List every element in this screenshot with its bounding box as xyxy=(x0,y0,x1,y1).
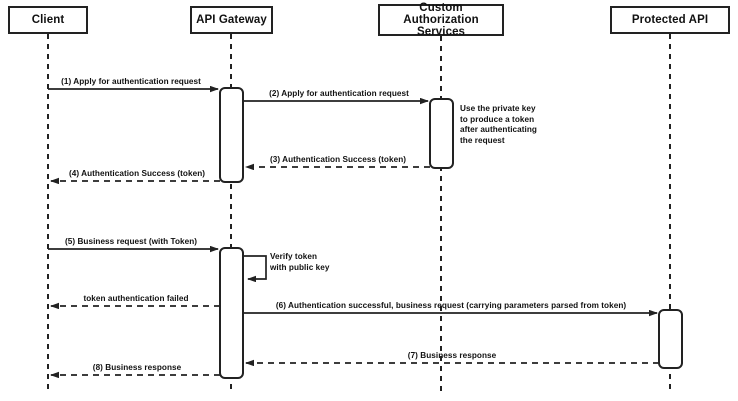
activation-auth-1 xyxy=(429,98,454,169)
self-message-label-verify-token-line1: Verify token xyxy=(270,252,318,261)
lifeline-header-api-gateway[interactable]: API Gateway xyxy=(190,6,273,34)
message-label-8: (8) Business response xyxy=(92,363,182,372)
message-label-1: (1) Apply for authentication request xyxy=(61,77,201,86)
message-arrows xyxy=(48,85,659,379)
lifeline-lines xyxy=(47,34,671,394)
self-message-label-verify-token: Verify token with public key xyxy=(270,251,329,273)
message-label-2: (2) Apply for authentication request xyxy=(269,89,409,98)
message-label-5: (5) Business request (with Token) xyxy=(64,237,198,246)
self-message-verify-token xyxy=(243,255,267,283)
message-label-4: (4) Authentication Success (token) xyxy=(68,169,206,178)
lifeline-header-protected-api[interactable]: Protected API xyxy=(610,6,730,34)
activation-gateway-2 xyxy=(219,247,244,379)
lifeline-header-custom-authorization-services[interactable]: Custom Authorization Services xyxy=(378,2,504,38)
message-label-6: (6) Authentication successful, business … xyxy=(275,301,627,310)
lifeline-label-custom-authorization-services: Custom Authorization Services xyxy=(403,2,479,38)
message-label-7: (7) Business response xyxy=(407,351,497,360)
lifeline-label-api-gateway: API Gateway xyxy=(196,14,267,26)
self-message-label-verify-token-line2: with public key xyxy=(270,263,330,272)
lifeline-header-client[interactable]: Client xyxy=(8,6,88,34)
message-label-3: (3) Authentication Success (token) xyxy=(269,155,407,164)
lifeline-label-client: Client xyxy=(31,14,65,26)
message-label-token-authentication-failed: token authentication failed xyxy=(83,294,189,303)
activation-bars xyxy=(219,87,683,379)
note-private-key: Use the private key to produce a token a… xyxy=(460,104,537,145)
activation-api-1 xyxy=(658,309,683,369)
lifeline-label-protected-api: Protected API xyxy=(631,14,709,26)
activation-gateway-1 xyxy=(219,87,244,183)
